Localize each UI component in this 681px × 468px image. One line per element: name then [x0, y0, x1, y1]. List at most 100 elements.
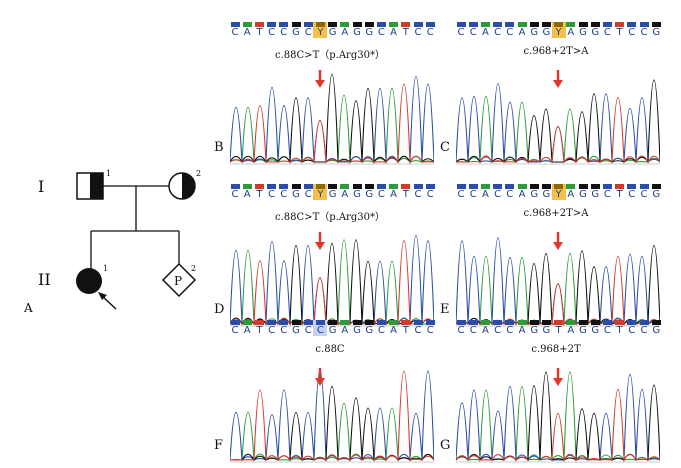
base-call: G: [289, 184, 303, 200]
base-quality-bar: [554, 184, 564, 189]
trace-line: [230, 73, 434, 164]
base-letter: C: [469, 189, 477, 200]
base-quality-bar: [279, 184, 289, 189]
base-quality-bar: [578, 22, 588, 27]
base-call: G: [588, 320, 602, 336]
base-call: A: [240, 320, 254, 336]
base-quality-bar: [315, 320, 325, 325]
base-letter: C: [268, 27, 276, 38]
base-quality-bar: [468, 320, 478, 325]
base-letter: G: [530, 189, 539, 200]
base-letter: G: [591, 27, 600, 38]
base-call: A: [564, 22, 578, 38]
base-letter: Y: [317, 189, 324, 200]
base-call: C: [411, 22, 425, 38]
base-call: A: [338, 320, 352, 336]
base-call: G: [326, 320, 340, 336]
base-letter: G: [579, 189, 587, 200]
base-letter: A: [481, 325, 489, 336]
base-letter: A: [243, 27, 251, 38]
base-call: G: [350, 22, 364, 38]
trace-line: [456, 371, 660, 462]
base-letter: G: [530, 325, 539, 336]
base-quality-bar: [242, 320, 252, 325]
base-quality-bar: [615, 22, 625, 27]
base-quality-bar: [242, 184, 252, 189]
base-call: A: [478, 320, 492, 336]
base-quality-bar: [425, 184, 435, 189]
variant-arrow-icon: [315, 368, 325, 386]
base-letter: C: [506, 27, 514, 38]
base-letter: C: [304, 27, 312, 38]
base-quality-bar: [541, 22, 551, 27]
base-call: G: [326, 22, 340, 38]
base-call: G: [649, 22, 663, 38]
base-quality-bar: [279, 22, 289, 27]
base-letter: G: [328, 189, 337, 200]
base-letter: C: [494, 27, 502, 38]
base-quality-bar: [517, 184, 527, 189]
panel-label: D: [214, 302, 225, 317]
base-letter: C: [231, 27, 239, 38]
base-call: G: [539, 320, 553, 336]
base-quality-bar: [651, 22, 661, 27]
base-call: A: [478, 184, 492, 200]
base-quality-bar: [480, 320, 490, 325]
base-letter: C: [640, 189, 648, 200]
base-call: G: [527, 320, 541, 336]
base-letter: G: [365, 325, 374, 336]
base-quality-bar: [566, 320, 576, 325]
trace-line: [230, 386, 434, 462]
base-letter: Y: [555, 27, 562, 38]
base-quality-bar: [376, 184, 386, 189]
base-quality-bar: [425, 320, 435, 325]
base-call: C: [637, 22, 651, 38]
base-quality-bar: [578, 184, 588, 189]
variant-caption: c.88C: [315, 344, 345, 355]
base-quality-bar: [615, 184, 625, 189]
base-quality-bar: [242, 22, 252, 27]
base-quality-bar: [493, 320, 503, 325]
base-letter: C: [304, 189, 312, 200]
base-letter: A: [518, 325, 526, 336]
base-call: C: [374, 22, 388, 38]
base-call: G: [649, 320, 663, 336]
base-call: C: [423, 22, 437, 38]
base-call: A: [564, 320, 578, 336]
base-letter: C: [506, 325, 514, 336]
base-letter: C: [316, 325, 324, 336]
base-quality-bar: [340, 184, 350, 189]
base-quality-bar: [291, 320, 301, 325]
base-call: G: [588, 184, 602, 200]
base-letter: C: [603, 325, 611, 336]
base-letter: C: [494, 189, 502, 200]
base-call: T: [252, 184, 266, 200]
base-call: G: [362, 184, 376, 200]
base-letter: A: [567, 27, 575, 38]
base-call: A: [515, 320, 529, 336]
base-quality-bar: [615, 320, 625, 325]
base-letter: G: [328, 27, 337, 38]
variant-caption: c.88C>T（p.Arg30*）: [275, 50, 385, 61]
base-letter: C: [304, 325, 312, 336]
base-letter: C: [377, 189, 385, 200]
proband-symbol: [76, 268, 102, 294]
base-call: C: [503, 184, 517, 200]
base-quality-bar: [480, 184, 490, 189]
base-letter: C: [414, 27, 422, 38]
base-call: C: [454, 320, 468, 336]
base-quality-bar: [468, 184, 478, 189]
base-call: C: [228, 320, 242, 336]
generation-label-i: I: [38, 177, 44, 196]
base-quality-bar: [401, 184, 411, 189]
base-letter: G: [292, 27, 300, 38]
base-call: A: [515, 22, 529, 38]
trace-line: [456, 95, 660, 164]
base-call: A: [338, 184, 352, 200]
base-quality-bar: [254, 22, 264, 27]
